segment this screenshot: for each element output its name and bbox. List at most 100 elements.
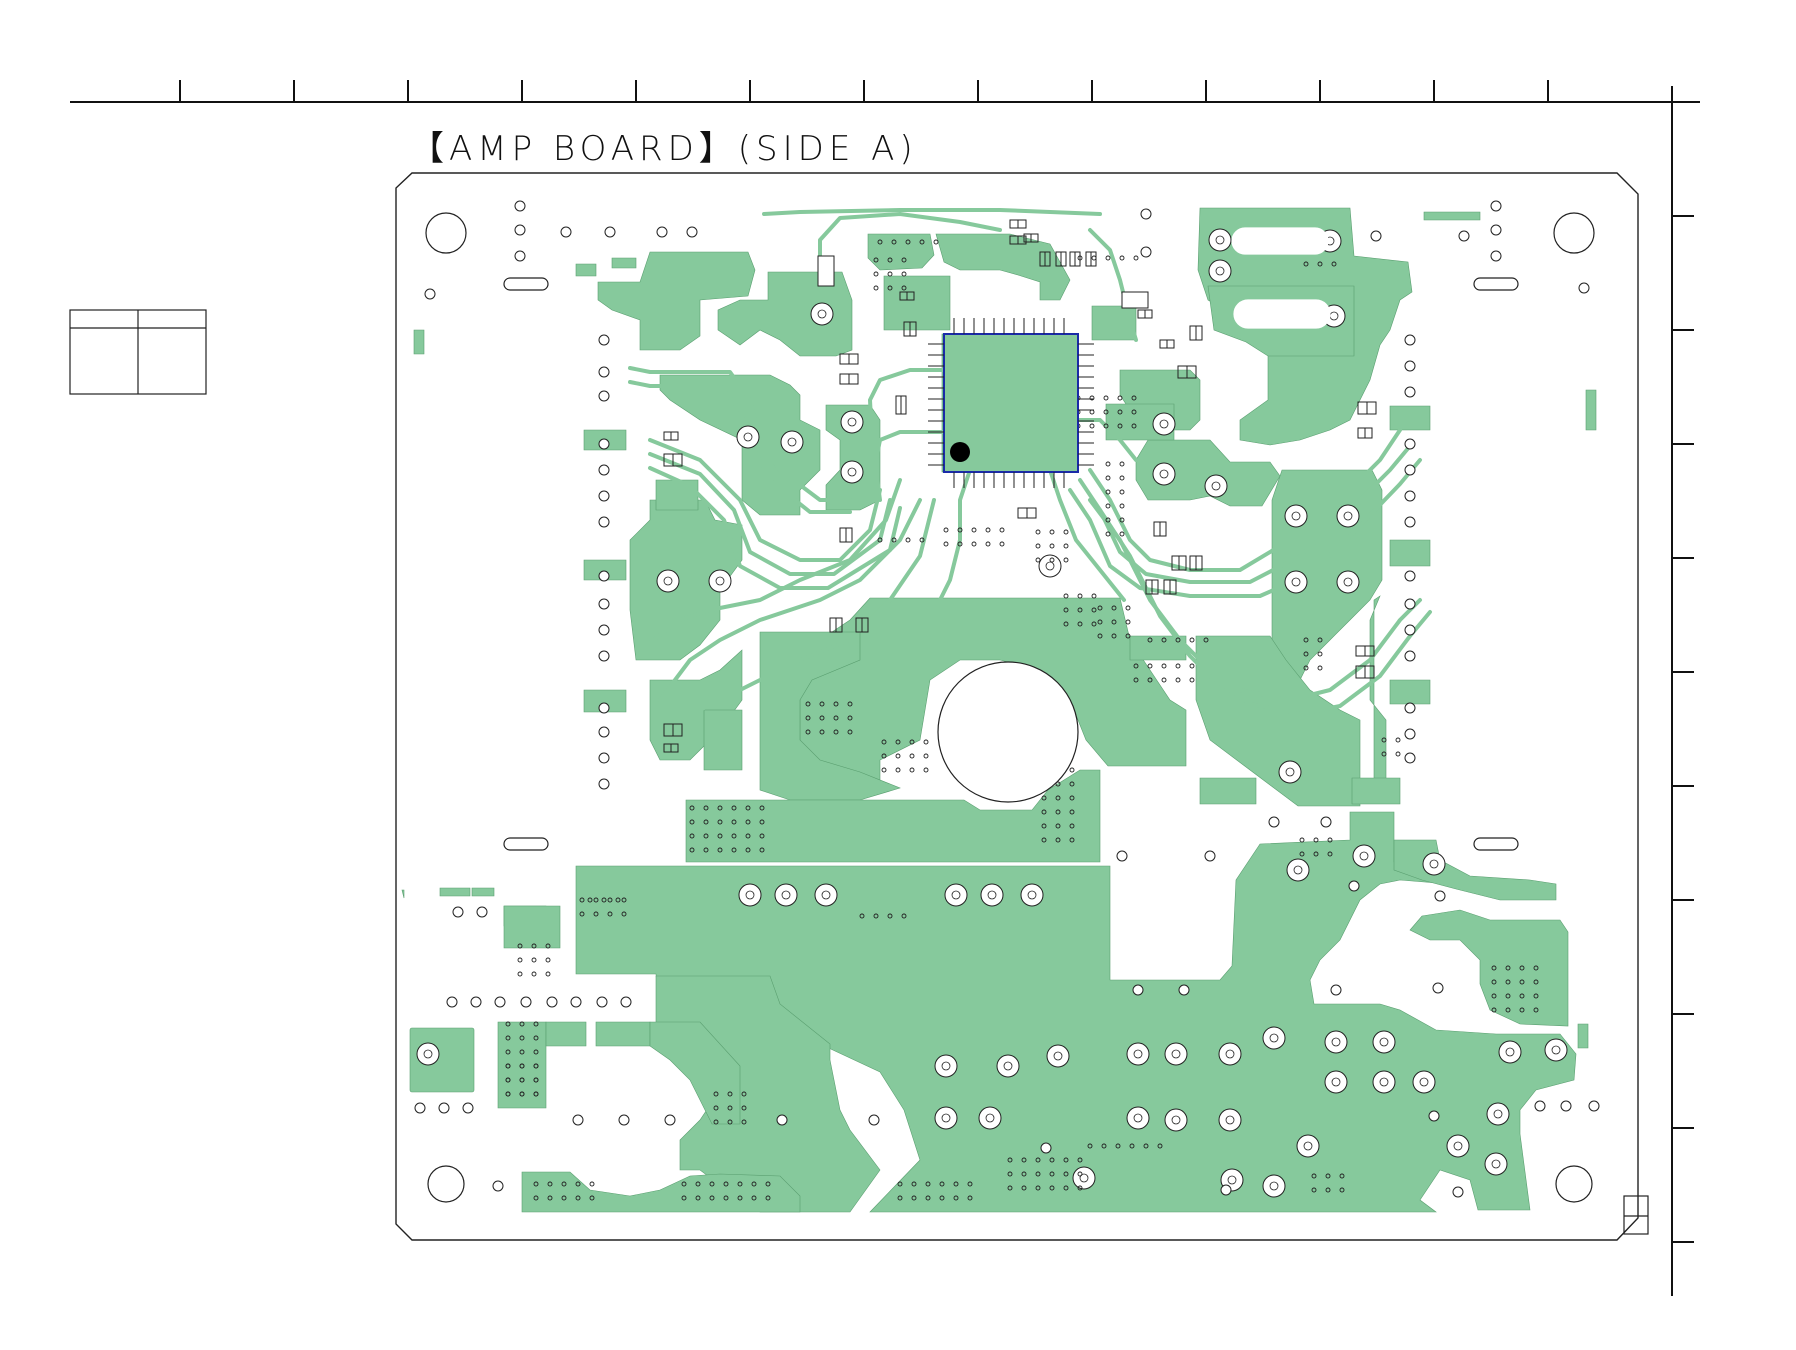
pad-drill <box>424 1050 432 1058</box>
test-point <box>869 1115 879 1125</box>
test-point <box>415 1103 425 1113</box>
test-point <box>439 1103 449 1113</box>
pad-drill <box>782 891 790 899</box>
test-point <box>515 201 525 211</box>
pad-drill <box>1420 1078 1428 1086</box>
test-point <box>495 997 505 1007</box>
test-point <box>1405 703 1415 713</box>
test-point <box>665 1115 675 1125</box>
test-point <box>1269 817 1279 827</box>
test-point <box>521 997 531 1007</box>
pad-drill <box>1226 1116 1234 1124</box>
test-point <box>463 1103 473 1113</box>
test-point <box>599 439 609 449</box>
test-point <box>1133 985 1143 995</box>
test-point <box>1349 881 1359 891</box>
test-point <box>621 997 631 1007</box>
test-point <box>1453 1187 1463 1197</box>
large-capacitor-outline <box>938 662 1078 802</box>
pad-drill <box>664 577 672 585</box>
test-point <box>777 1115 787 1125</box>
top-ruler-ticks <box>180 80 1548 102</box>
pad-drill <box>1134 1050 1142 1058</box>
test-point <box>1205 851 1215 861</box>
test-point <box>1405 387 1415 397</box>
test-point <box>1561 1101 1571 1111</box>
pad-drill <box>1226 1050 1234 1058</box>
test-point <box>573 1115 583 1125</box>
mounting-hole <box>428 1166 464 1202</box>
test-point <box>453 907 463 917</box>
pad-drill <box>716 577 724 585</box>
pad-drill <box>1332 1078 1340 1086</box>
pad-drill <box>1494 1110 1502 1118</box>
pad-drill <box>1430 860 1438 868</box>
pad-drill <box>1380 1038 1388 1046</box>
test-point <box>1405 651 1415 661</box>
test-point <box>1117 851 1127 861</box>
board-title: 【AMP BOARD】(SIDE A) <box>410 129 918 169</box>
test-point <box>599 625 609 635</box>
pad-drill <box>942 1114 950 1122</box>
pad-drill <box>848 418 856 426</box>
pad-drill <box>1304 1142 1312 1150</box>
test-point <box>1491 225 1501 235</box>
test-point <box>599 367 609 377</box>
test-point <box>1371 231 1381 241</box>
test-point <box>599 571 609 581</box>
pad-drill <box>1172 1050 1180 1058</box>
test-point <box>471 997 481 1007</box>
test-point <box>1429 1111 1439 1121</box>
test-point <box>1589 1101 1599 1111</box>
test-point <box>1405 599 1415 609</box>
test-point <box>599 727 609 737</box>
pad-drill <box>1552 1046 1560 1054</box>
test-point <box>515 251 525 261</box>
test-point <box>1491 251 1501 261</box>
pad-drill <box>1160 470 1168 478</box>
pad-drill <box>1360 852 1368 860</box>
pad-drill <box>1506 1048 1514 1056</box>
test-point <box>599 391 609 401</box>
main-ic <box>928 318 1094 488</box>
test-point <box>1491 201 1501 211</box>
pad-drill <box>1134 1114 1142 1122</box>
pad-drill <box>1380 1078 1388 1086</box>
pad-drill <box>848 468 856 476</box>
test-point <box>605 227 615 237</box>
test-point <box>1041 1143 1051 1153</box>
pad-drill <box>818 310 826 318</box>
pad-drill <box>1332 1038 1340 1046</box>
pad-drill <box>1294 866 1302 874</box>
test-point <box>599 465 609 475</box>
pad-drill <box>1212 482 1220 490</box>
pad-drill <box>1292 578 1300 586</box>
pad-drill <box>988 891 996 899</box>
pad-drill <box>1344 512 1352 520</box>
test-point <box>599 599 609 609</box>
pad-drill <box>1292 512 1300 520</box>
test-point <box>599 651 609 661</box>
test-point <box>1405 465 1415 475</box>
test-point <box>1405 335 1415 345</box>
test-point <box>619 1115 629 1125</box>
test-point <box>1221 1185 1231 1195</box>
test-point <box>1535 1101 1545 1111</box>
test-point <box>547 997 557 1007</box>
test-point <box>1405 571 1415 581</box>
pad-drill <box>1344 578 1352 586</box>
test-point <box>599 779 609 789</box>
pad-drill <box>942 1062 950 1070</box>
pad-drill <box>1216 236 1224 244</box>
pad-drill <box>1270 1034 1278 1042</box>
test-point <box>599 517 609 527</box>
test-point <box>571 997 581 1007</box>
test-point <box>1405 361 1415 371</box>
test-point <box>1141 247 1151 257</box>
pad-drill <box>1054 1052 1062 1060</box>
mounting-hole <box>426 213 466 253</box>
pad-drill <box>744 433 752 441</box>
legend-box <box>70 310 206 394</box>
test-point <box>1321 817 1331 827</box>
test-point <box>599 753 609 763</box>
